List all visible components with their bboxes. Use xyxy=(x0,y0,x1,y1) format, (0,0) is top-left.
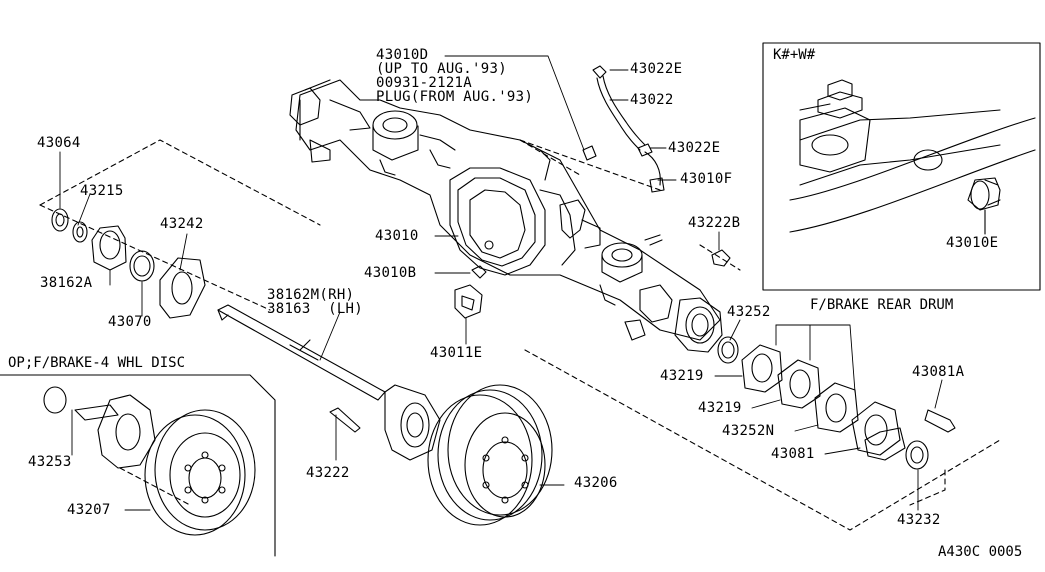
inset-frame xyxy=(762,42,1041,291)
inset-axle-detail xyxy=(789,79,1036,235)
housing-plugs xyxy=(454,249,731,319)
disc-rotor xyxy=(43,386,256,536)
label-43070: 43070 xyxy=(108,314,152,330)
label-43064: 43064 xyxy=(37,135,81,151)
label-43253: 43253 xyxy=(28,454,72,470)
label-43081: 43081 xyxy=(771,446,815,462)
label-43010F: 43010F xyxy=(680,171,733,187)
right-bearings xyxy=(717,336,956,470)
label-43252: 43252 xyxy=(727,304,771,320)
label-43215: 43215 xyxy=(80,183,124,199)
label-43010E: 43010E xyxy=(946,235,999,251)
brake-tube xyxy=(582,65,665,193)
section-brake-4whl-disc: OP;F/BRAKE-4 WHL DISC xyxy=(8,355,186,371)
label-43011E: 43011E xyxy=(430,345,483,361)
diagram-code: A430C 0005 xyxy=(938,544,1023,560)
label-00931-2121A: 00931-2121A xyxy=(376,75,473,91)
label-plug: PLUG(FROM AUG.'93) xyxy=(376,89,534,105)
label-43022E-top: 43022E xyxy=(630,61,683,77)
label-43022: 43022 xyxy=(630,92,674,108)
label-43232: 43232 xyxy=(897,512,941,528)
axle-shaft xyxy=(217,304,441,461)
label-43022E-bottom: 43022E xyxy=(668,140,721,156)
leader-lines xyxy=(59,55,943,511)
label-43242: 43242 xyxy=(160,216,204,232)
axle-housing xyxy=(289,79,723,353)
dashed-guides xyxy=(39,139,1001,531)
label-43206: 43206 xyxy=(574,475,618,491)
label-43010B: 43010B xyxy=(364,265,417,281)
label-43207: 43207 xyxy=(67,502,111,518)
label-38162M: 38162M(RH) xyxy=(267,287,355,303)
disc-section-frame xyxy=(0,374,276,557)
label-43081A: 43081A xyxy=(912,364,965,380)
label-38162A: 38162A xyxy=(40,275,93,291)
label-43252N: 43252N xyxy=(722,423,775,439)
label-43010D: 43010D xyxy=(376,47,429,63)
label-43222B: 43222B xyxy=(688,215,741,231)
left-bearings xyxy=(51,208,206,319)
label-43219-a: 43219 xyxy=(660,368,704,384)
brake-drum xyxy=(427,384,553,526)
section-brake-rear-drum: F/BRAKE REAR DRUM xyxy=(810,297,954,313)
label-43010: 43010 xyxy=(375,228,419,244)
label-38163: 38163 (LH) xyxy=(267,301,364,317)
label-43219-b: 43219 xyxy=(698,400,742,416)
label-43010D-note: (UP TO AUG.'93) xyxy=(376,61,507,77)
label-43222: 43222 xyxy=(306,465,350,481)
inset-title: K#+W# xyxy=(773,47,816,63)
